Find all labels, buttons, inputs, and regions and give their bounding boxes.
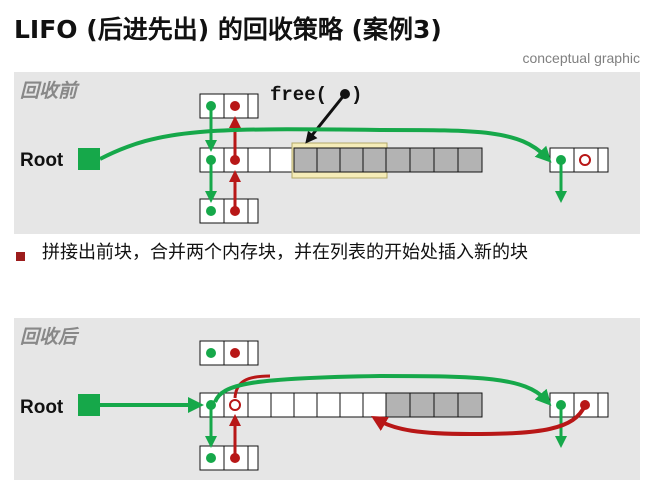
root-node-after [78, 394, 100, 416]
slide-title: LIFO (后进先出) 的回收策略 (案例3) [14, 15, 442, 44]
free-block-bottom-after [199, 445, 259, 471]
panel-after-label: 回收后 [20, 326, 78, 348]
next-arrow-merged-after [213, 373, 552, 406]
panel-after-diagram: Root [20, 340, 609, 471]
free-arrow [305, 93, 347, 144]
subtitle: conceptual graphic [522, 50, 640, 66]
prev-link-top-after [233, 374, 271, 399]
bullet-marker [16, 252, 25, 261]
allocated-block-after [385, 392, 483, 418]
root-label-before: Root [20, 150, 64, 171]
prev-arrow-right-after [371, 404, 587, 437]
free-block-right-before [549, 147, 609, 173]
panel-before-label: 回收前 [20, 80, 78, 102]
freed-block-before [293, 147, 387, 173]
free-block-bottom-before [199, 198, 259, 224]
panel-before-diagram: Root [20, 84, 609, 224]
heap-row-before [199, 147, 293, 173]
free-call-close: ) [351, 84, 362, 106]
free-block-top-after [199, 340, 259, 366]
merged-free-block-after [199, 392, 387, 418]
free-block-top-before [199, 93, 259, 119]
root-arrow-before [99, 127, 552, 163]
root-node-before [78, 148, 100, 170]
free-call-label: free( [270, 84, 327, 106]
bullet-text: 拼接出前块，合并两个内存块，并在列表的开始处插入新的块 [42, 242, 528, 263]
allocated-block-before [385, 147, 483, 173]
root-label-after: Root [20, 397, 64, 418]
